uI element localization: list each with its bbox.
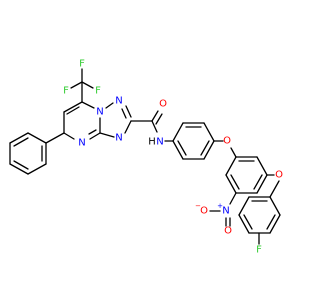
bonds [9,68,281,245]
atom-f2: F [63,86,69,97]
bond-pp-6 [172,140,184,160]
bond-pp-d3 [177,140,187,156]
atom-n2: N [115,96,122,107]
atom-f-para: F [256,245,262,256]
bond-cf3-f2 [70,81,83,89]
atom-n4: N [78,138,85,149]
bond-fp-5 [269,214,281,234]
bond-pp-1 [172,122,184,142]
bond-cr-1 [225,156,237,176]
bond-pyr-n4-c3a [89,132,101,140]
bond-ph-1 [27,132,47,144]
atom-n1: N [96,107,103,118]
bond-fp-d2 [243,214,253,230]
bond-oe2-fp [269,180,280,198]
atom-nh: N [156,137,163,148]
bond-cf3-f3 [81,81,94,89]
bond-ph-2 [9,132,29,144]
atom-labels: F F F N N N N O N H O O N + O − O F [63,59,283,256]
bond-tri-c2-n3 [124,120,132,134]
charge-n-nitro: + [217,202,223,210]
bond-tri-n2-c2-double [121,108,127,119]
bond-pyr-c7-c6 [63,101,83,113]
atom-o-nitro-2: O [224,226,232,237]
atom-n-nitro: N [222,206,229,217]
bond-pyr-n4-c3a-double [88,129,97,135]
atom-o-ether-2: O [275,170,283,181]
molecule-structure-diagram: F F F N N N N O N H O O N + O − O F [9,59,283,256]
bond-fp-3 [238,214,250,234]
atom-o-ether-1: O [223,136,231,147]
bond-ph-d2 [13,160,29,170]
bond-tri-n3-c3a [99,132,115,138]
bond-pyr-c7-c6-double [66,106,80,115]
charge-o-nitro-1: − [195,202,201,210]
atom-f1: F [79,59,85,70]
bond-fp-2 [238,196,250,216]
bond-ph-4 [9,163,29,175]
bond-ph-5 [27,163,47,175]
bond-oe1-ring [230,147,237,158]
bond-cr-d2 [253,174,263,190]
atom-h-amide: H [148,137,156,148]
bond-pyr-n1-c7 [81,101,95,109]
bond-pp-d2 [200,140,210,156]
bond-camide-nh [151,120,158,133]
atom-n3: N [115,133,122,144]
bond-cr-d1 [230,174,240,190]
bond-pp-3 [203,122,215,142]
bond-ring-nn [229,192,237,205]
bond-tri-n2-c2 [125,105,132,118]
atom-o-amide: O [159,99,167,110]
bond-tri-n1-n2 [105,102,114,109]
bond-cr-5 [256,156,268,176]
bond-cr-4 [256,174,268,194]
bond-pp-4 [203,140,215,160]
atom-f3: F [95,86,101,97]
bond-c5-phenyl [45,132,65,144]
bond-fp-6 [269,196,281,216]
bond-fp-d3 [266,214,276,230]
bond-camide-o-double [155,113,163,125]
bond-pyr-c5-n4 [63,132,75,140]
atom-o-nitro-1: O [200,206,208,217]
bond-ph-d1 [13,137,29,147]
bond-cr-2 [225,174,237,194]
bond-camide-o [151,110,159,122]
